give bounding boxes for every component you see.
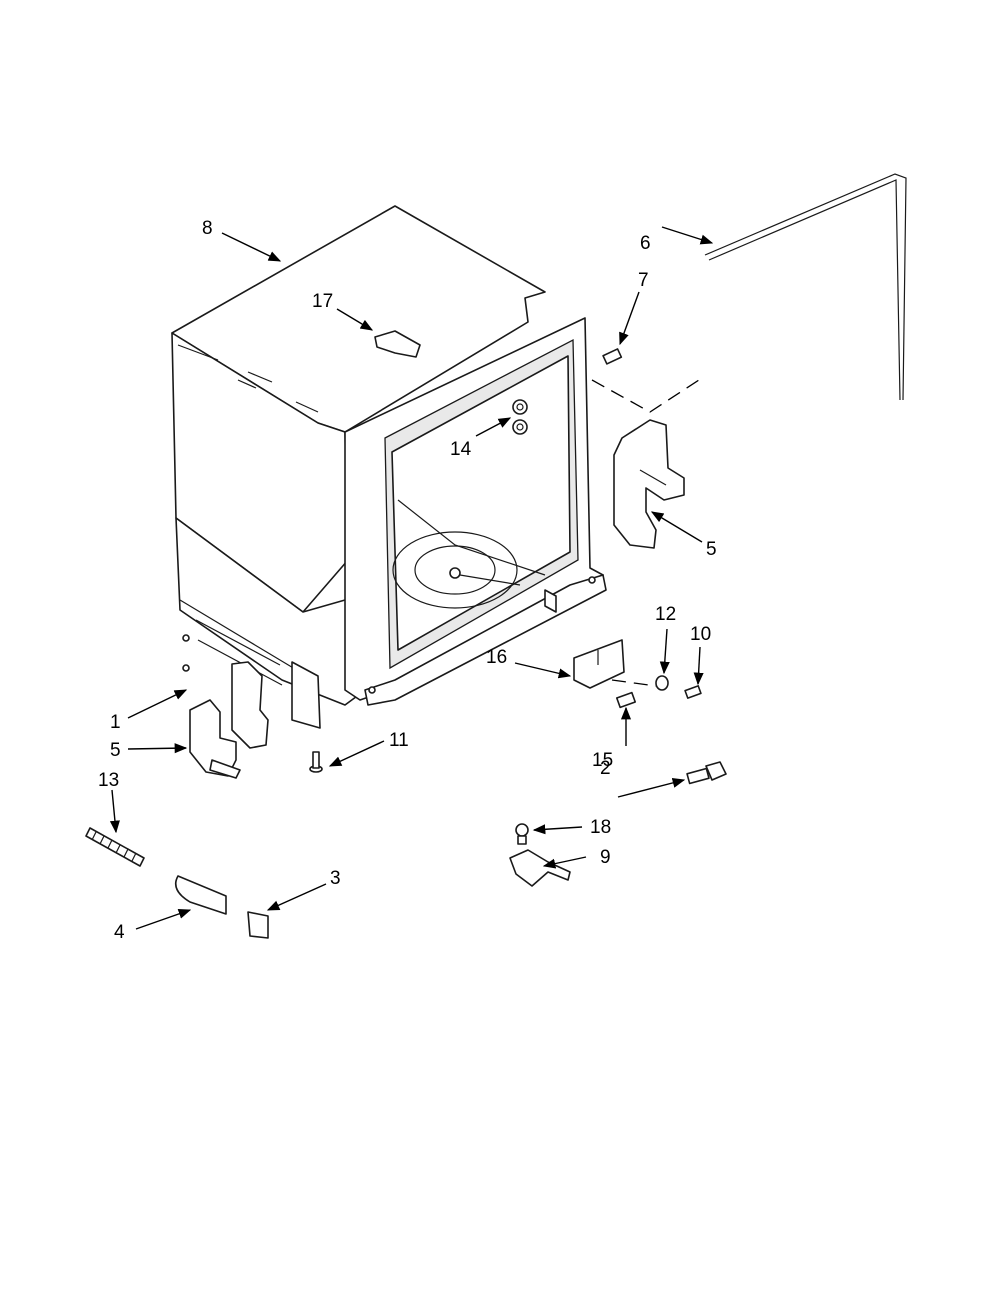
callout-5-right: 5 <box>706 539 717 560</box>
callout-17: 17 <box>312 291 333 312</box>
callout-14: 14 <box>450 439 472 460</box>
part-6-gasket-strip <box>704 173 907 401</box>
callout-1: 1 <box>110 712 121 733</box>
tub-assembly <box>171 205 607 729</box>
callout-11: 11 <box>389 730 409 751</box>
part-17-label-plate <box>374 330 421 358</box>
part-9-bracket <box>509 849 571 887</box>
callout-9: 9 <box>600 847 611 868</box>
callout-15: 15 <box>592 750 613 771</box>
callout-2: 2 <box>600 758 611 779</box>
callout-18: 18 <box>590 817 611 838</box>
part-15-screw <box>615 691 637 709</box>
part-4-end-cap <box>174 875 227 915</box>
callout-6: 6 <box>640 233 651 254</box>
callout-4: 4 <box>114 922 125 943</box>
part-16-cover-bracket <box>573 639 625 689</box>
part-11-screw <box>309 751 323 773</box>
part-10-screw <box>684 685 702 699</box>
part-5-hinge-bracket-right <box>613 419 685 549</box>
callout-8: 8 <box>202 218 213 239</box>
part-14-bracket <box>512 399 528 435</box>
callout-7: 7 <box>638 270 649 291</box>
callout-3: 3 <box>330 868 341 889</box>
part-2-leveling-leg <box>686 761 727 785</box>
part-1-bracket <box>231 661 269 749</box>
part-13-spring <box>85 827 145 867</box>
part-3-clip <box>247 911 269 939</box>
callout-16: 16 <box>486 647 507 668</box>
part-7-screw <box>602 348 623 365</box>
callout-12: 12 <box>655 604 676 625</box>
callout-5-left: 5 <box>110 740 121 761</box>
part-12-washer <box>655 675 669 691</box>
part-5-hinge-bracket-left <box>189 699 237 777</box>
part-18-knob <box>515 823 529 845</box>
callout-10: 10 <box>690 624 711 645</box>
callout-13: 13 <box>98 770 119 791</box>
